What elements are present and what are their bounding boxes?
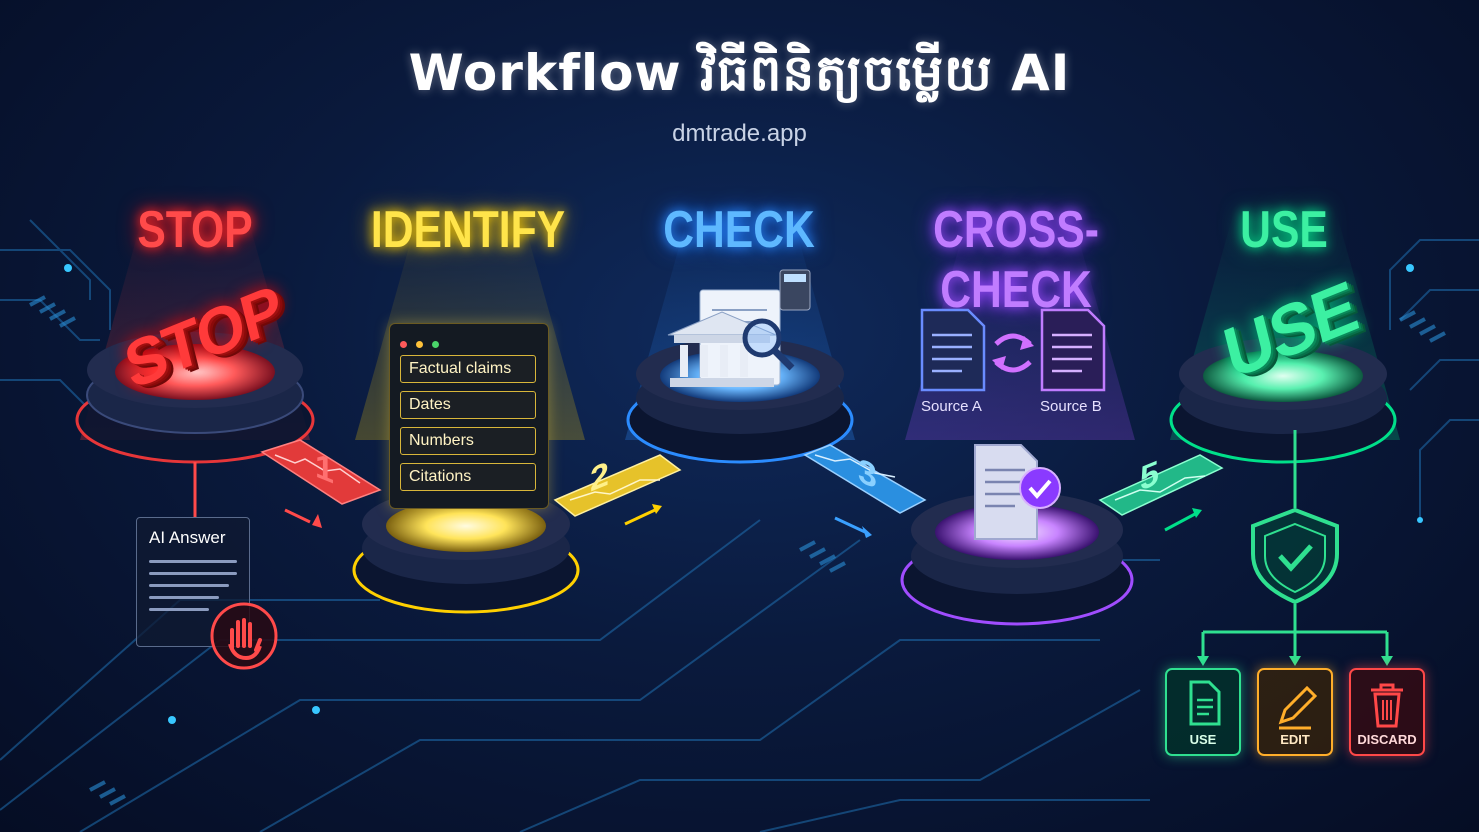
- source-b-label: Source B: [1040, 398, 1102, 415]
- action-discard-label: DISCARD: [1357, 732, 1417, 747]
- connector-3: [803, 444, 927, 538]
- document-icon: [1189, 680, 1221, 726]
- checklist-item-citations: Citations: [400, 463, 536, 491]
- connector-number-3: 3: [858, 451, 877, 497]
- window-dot-green: [432, 341, 440, 348]
- crosscheck-platform: [900, 492, 1134, 626]
- text-line: [149, 608, 209, 611]
- connector-5: [1098, 454, 1224, 532]
- text-line: [149, 596, 219, 599]
- trash-icon: [1371, 683, 1403, 728]
- action-edit-button[interactable]: EDIT: [1257, 668, 1333, 756]
- step-title-identify: IDENTIFY: [370, 201, 566, 259]
- page-title: Workflow វិធីពិនិត្យចម្លើយ AI: [408, 44, 1071, 102]
- compare-sources-icon: [920, 308, 1106, 392]
- action-discard-button[interactable]: DISCARD: [1349, 668, 1425, 756]
- checklist-item-dates: Dates: [400, 391, 536, 419]
- text-line: [149, 584, 229, 587]
- window-controls: [400, 333, 443, 352]
- action-edit-label: EDIT: [1280, 732, 1310, 747]
- use-platform: [1169, 338, 1397, 464]
- text-line: [149, 572, 237, 575]
- page-subtitle: dmtrade.app: [672, 120, 807, 147]
- step-title-stop: STOP: [137, 201, 253, 259]
- connector-number-1: 1: [315, 446, 334, 492]
- identify-checklist-window: Factual claims Dates Numbers Citations: [389, 323, 549, 509]
- shield-check-icon: [1251, 507, 1339, 605]
- step-title-use: USE: [1240, 201, 1328, 259]
- ai-answer-card: AI Answer: [136, 517, 250, 647]
- hand-stop-icon: [210, 602, 278, 670]
- window-dot-red: [400, 341, 407, 348]
- document-check-icon: [974, 444, 1061, 540]
- pencil-icon: [1278, 685, 1318, 730]
- stop-platform: [75, 332, 315, 464]
- step-title-check: CHECK: [663, 201, 815, 259]
- text-line: [149, 560, 237, 563]
- connector-2: [553, 454, 682, 526]
- checklist-item-factual-claims: Factual claims: [400, 355, 536, 383]
- document-bank-magnifier-icon: [667, 269, 811, 387]
- connector-number-5: 5: [1140, 453, 1159, 499]
- decision-branches: [1201, 430, 1389, 662]
- ai-answer-title: AI Answer: [149, 528, 226, 547]
- connector-number-2: 2: [590, 454, 609, 500]
- connector-1: [260, 439, 382, 528]
- action-use-button[interactable]: USE: [1165, 668, 1241, 756]
- action-use-label: USE: [1189, 732, 1217, 747]
- window-dot-yellow: [416, 341, 424, 348]
- source-a-label: Source A: [921, 398, 982, 415]
- checklist-item-numbers: Numbers: [400, 427, 536, 455]
